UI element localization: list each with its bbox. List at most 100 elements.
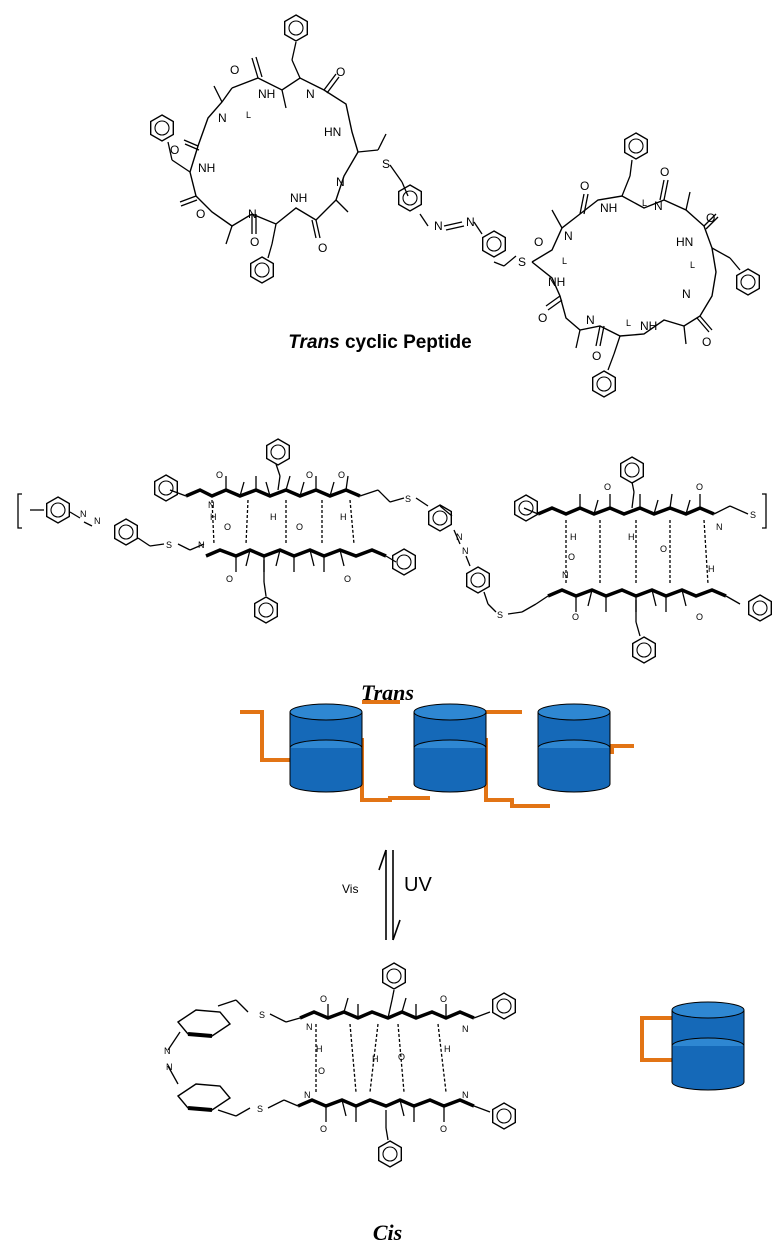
- atom-h: H: [210, 512, 217, 522]
- atom-s: S: [382, 157, 390, 171]
- atom-o: O: [320, 994, 327, 1004]
- atom-nh: NH: [640, 319, 657, 333]
- atom-l: L: [690, 260, 695, 270]
- atom-n: N: [434, 219, 443, 233]
- cis-structure: [167, 962, 516, 1168]
- atom-h: H: [444, 1044, 451, 1054]
- atom-n: N: [466, 215, 475, 229]
- atom-o: O: [320, 1124, 327, 1134]
- atom-nh: NH: [198, 161, 215, 175]
- atom-n: N: [564, 229, 573, 243]
- atom-o: O: [250, 235, 259, 249]
- atom-n: N: [716, 522, 723, 532]
- atom-l: L: [246, 110, 251, 120]
- atom-o: O: [538, 311, 547, 325]
- equilibrium-arrows: [378, 849, 401, 941]
- atom-n: N: [218, 111, 227, 125]
- atom-o: O: [660, 544, 667, 554]
- atom-o: O: [318, 1066, 325, 1076]
- atom-o: O: [702, 335, 711, 349]
- atom-l: L: [642, 198, 647, 208]
- atom-s: S: [518, 255, 526, 269]
- atom-n: N: [562, 570, 569, 580]
- atom-nh: NH: [600, 201, 617, 215]
- atom-o: O: [296, 522, 303, 532]
- title-italic-part: Trans: [288, 332, 340, 353]
- atom-o: O: [592, 349, 601, 363]
- atom-o: O: [604, 482, 611, 492]
- atom-s: S: [257, 1104, 263, 1114]
- atom-n: N: [306, 87, 315, 101]
- atom-l: L: [562, 256, 567, 266]
- atom-n: N: [306, 1022, 313, 1032]
- trans-cyclic-peptide-structure: [149, 14, 760, 398]
- atom-o: O: [568, 552, 575, 562]
- atom-nh: NH: [548, 275, 565, 289]
- atom-n: N: [94, 516, 101, 526]
- atom-nh: NH: [258, 87, 275, 101]
- atom-n: N: [80, 509, 87, 519]
- atom-h: H: [316, 1044, 323, 1054]
- atom-o: O: [440, 1124, 447, 1134]
- atom-n: N: [164, 1046, 171, 1056]
- atom-n: N: [462, 1090, 469, 1100]
- atom-n: N: [586, 313, 595, 327]
- atom-o: O: [336, 65, 345, 79]
- atom-n: N: [336, 175, 345, 189]
- atom-o: O: [224, 522, 231, 532]
- atom-o: O: [440, 994, 447, 1004]
- atom-o: O: [696, 612, 703, 622]
- atom-o: O: [226, 574, 233, 584]
- atom-o: O: [338, 470, 345, 480]
- atom-o: O: [660, 165, 669, 179]
- atom-n: N: [456, 532, 463, 542]
- atom-h: H: [570, 532, 577, 542]
- atom-n: N: [682, 287, 691, 301]
- uv-label: UV: [404, 874, 432, 896]
- atom-h: H: [708, 564, 715, 574]
- atom-o: O: [170, 143, 179, 157]
- trans-label: Trans: [361, 680, 414, 705]
- atom-n: N: [248, 207, 257, 221]
- atom-n: N: [304, 1090, 311, 1100]
- atom-o: O: [306, 470, 313, 480]
- atom-l: L: [626, 318, 631, 328]
- atom-o: O: [196, 207, 205, 221]
- atom-o: O: [696, 482, 703, 492]
- top-structure-title: Trans cyclic Peptide: [0, 332, 760, 354]
- atom-nh: NH: [290, 191, 307, 205]
- atom-s: S: [405, 494, 411, 504]
- atom-s: S: [497, 610, 503, 620]
- atom-o: O: [230, 63, 239, 77]
- atom-h: H: [340, 512, 347, 522]
- atom-n: N: [654, 199, 663, 213]
- atom-s: S: [750, 510, 756, 520]
- atom-n: N: [462, 1024, 469, 1034]
- atom-h: H: [628, 532, 635, 542]
- atom-o: O: [534, 235, 543, 249]
- atom-n: N: [208, 500, 215, 510]
- vis-label: Vis: [342, 882, 359, 896]
- cis-cylinder-cartoon: [640, 1001, 745, 1091]
- atom-n: N: [198, 540, 205, 550]
- atom-o: O: [706, 211, 715, 225]
- atom-hn: HN: [676, 235, 693, 249]
- atom-h: H: [270, 512, 277, 522]
- atom-hn: HN: [324, 125, 341, 139]
- atom-s: S: [166, 540, 172, 550]
- atom-o: O: [398, 1052, 405, 1062]
- title-rest: cyclic Peptide: [339, 332, 472, 353]
- atom-s: S: [259, 1010, 265, 1020]
- atom-n: N: [166, 1062, 173, 1072]
- atom-o: O: [580, 179, 589, 193]
- atom-o: O: [318, 241, 327, 255]
- atom-o: O: [216, 470, 223, 480]
- cis-label: Cis: [372, 1220, 403, 1245]
- atom-h: H: [372, 1054, 379, 1064]
- atom-n: N: [462, 546, 469, 556]
- trans-stacked-structure: [17, 438, 772, 664]
- atom-o: O: [344, 574, 351, 584]
- atom-o: O: [572, 612, 579, 622]
- trans-cylinder-cartoon: [240, 700, 634, 808]
